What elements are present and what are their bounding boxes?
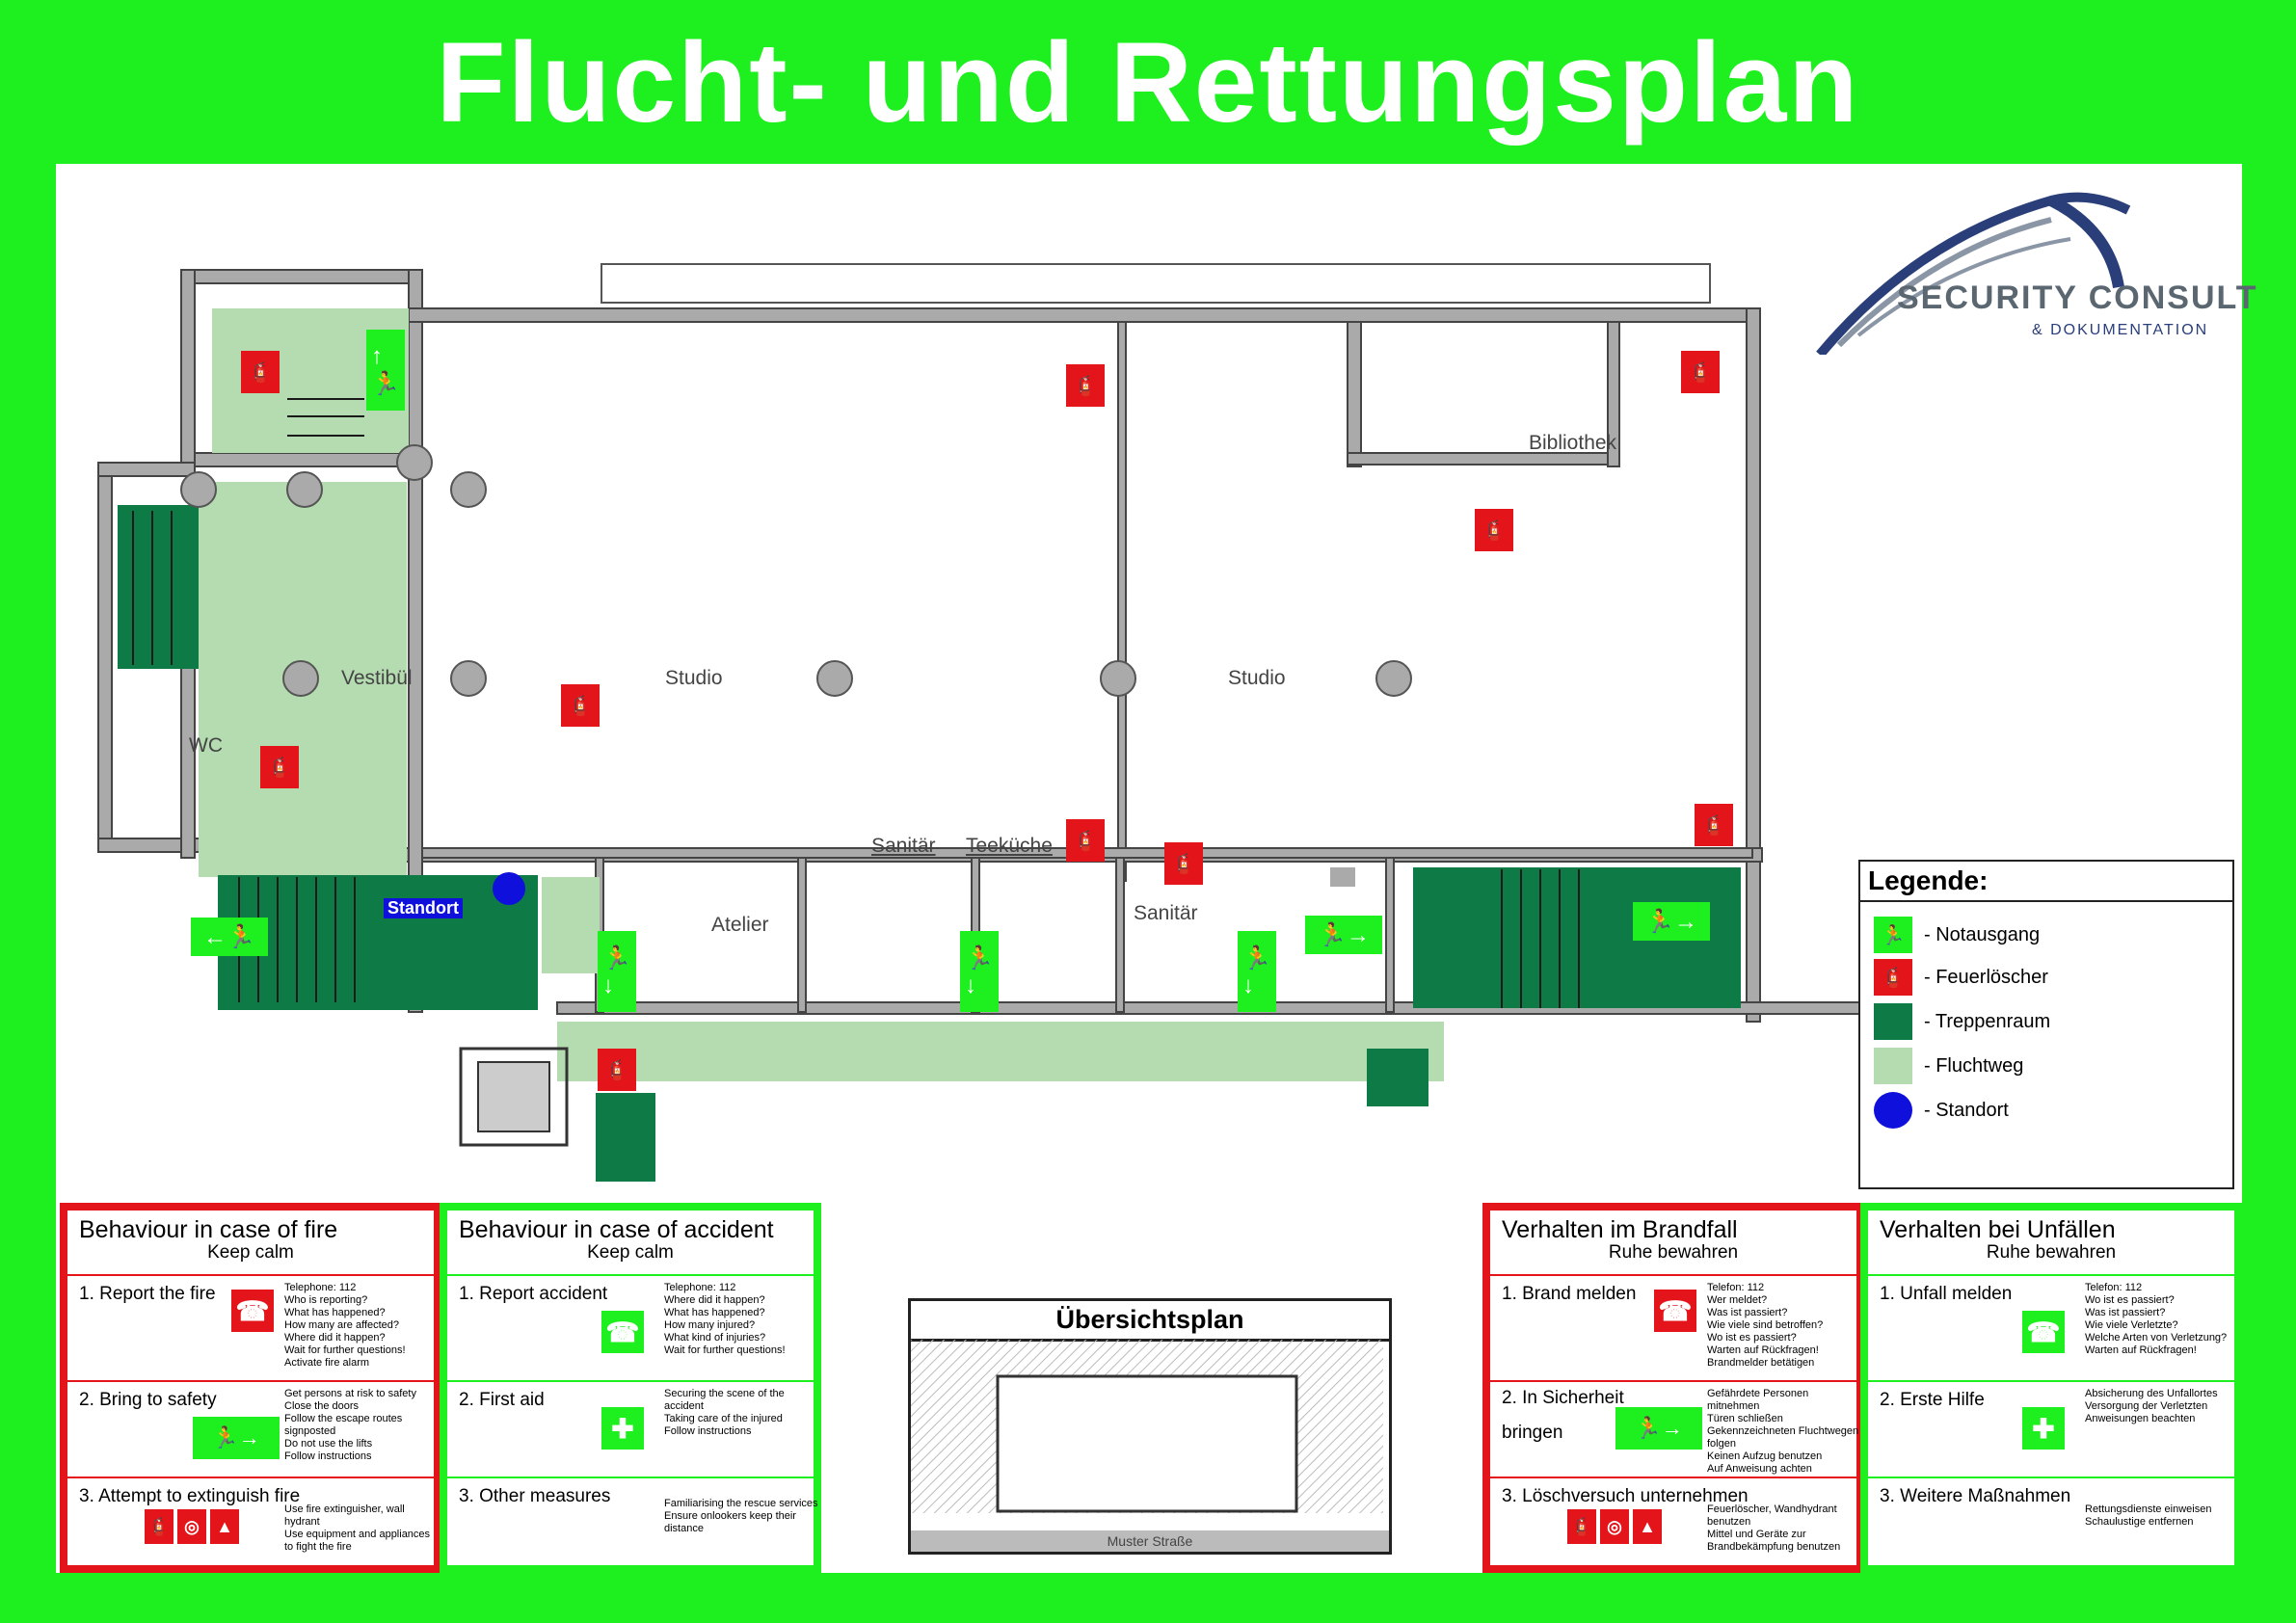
panel-row: 2. In Sicherheit bringen 🏃→ Gefährdete P… (1490, 1380, 1858, 1477)
fire-equipment-icon: ▲ (1633, 1509, 1662, 1544)
panel-title: Behaviour in case of fire (79, 1216, 338, 1243)
legend-item-fluchtweg: - Fluchtweg (1874, 1047, 2023, 1085)
logo-name: SECURITY CONSULT (1897, 279, 2258, 316)
emergency-exit-right-sign: 🏃→ (1633, 902, 1710, 941)
emergency-exit-right-icon: 🏃→ (193, 1417, 280, 1459)
emergency-exit-down-sign: 🏃↓ (960, 931, 999, 1012)
fire-extinguisher-icon: 🧯 (1164, 842, 1203, 885)
panel-accident-en: Behaviour in case of accident Keep calm … (440, 1203, 821, 1573)
legend-item-treppenraum: - Treppenraum (1874, 1002, 2050, 1041)
panel-row: 2. Erste Hilfe ✚ Absicherung des Unfallo… (1868, 1380, 2234, 1477)
room-label-sanitaer-right: Sanitär (1134, 902, 1198, 924)
fire-extinguisher-icon: 🧯 (598, 1049, 636, 1091)
panel-fire-en: Behaviour in case of fire Keep calm 1. R… (60, 1203, 441, 1573)
escape-route-swatch (1874, 1048, 1912, 1084)
plan-canvas: Vestibül Studio Studio Bibliothek WC Ate… (56, 164, 2256, 1573)
panel-row: 3. Attempt to extinguish fire 🧯 ◎ ▲ Use … (67, 1477, 434, 1556)
emergency-exit-left-sign: ←🏃 (191, 918, 268, 956)
emergency-exit-icon: 🏃 (1874, 917, 1912, 953)
location-dot-icon (1874, 1092, 1912, 1129)
panel-fire-de: Verhalten im Brandfall Ruhe bewahren 1. … (1482, 1203, 1864, 1573)
phone-icon: ☎ (1654, 1290, 1696, 1332)
overview-title: Übersichtsplan (911, 1301, 1389, 1342)
panel-row: 3. Weitere Maßnahmen Rettungsdienste ein… (1868, 1477, 2234, 1556)
fire-extinguisher-icon: 🧯 (1066, 364, 1105, 407)
fire-extinguisher-icon: 🧯 (1874, 959, 1912, 996)
fire-extinguisher-icon: 🧯 (1567, 1509, 1596, 1544)
fire-extinguisher-icon: 🧯 (1695, 804, 1733, 846)
legend-item-notausgang: 🏃 - Notausgang (1874, 916, 2040, 954)
room-label-atelier: Atelier (711, 914, 769, 936)
panel-row: 2. Bring to safety 🏃→ Get persons at ris… (67, 1380, 434, 1477)
fire-equipment-icon: ▲ (210, 1509, 239, 1544)
legend: Legende: 🏃 - Notausgang 🧯 - Feuerlöscher… (1858, 860, 2234, 1189)
legend-item-standort: - Standort (1874, 1091, 2009, 1130)
panel-row: 3. Other measures Familiarising the resc… (447, 1477, 818, 1556)
fire-extinguisher-icon: 🧯 (241, 351, 280, 393)
overview-plan: Übersichtsplan Muster Straße (908, 1298, 1392, 1555)
panel-subtitle: Keep calm (207, 1242, 294, 1263)
fire-extinguisher-icon: 🧯 (561, 684, 600, 727)
fire-extinguisher-icon: 🧯 (145, 1509, 174, 1544)
company-logo: SECURITY CONSULT & DOKUMENTATION (1801, 181, 2256, 359)
room-label-wc: WC (189, 734, 223, 757)
legend-title: Legende: (1860, 862, 2232, 902)
standort-label: Standort (384, 898, 463, 918)
emergency-exit-up-sign: ↑🏃 (366, 330, 405, 411)
fire-hose-icon: ◎ (1600, 1509, 1629, 1544)
fire-extinguisher-icon: 🧯 (1475, 509, 1513, 551)
overview-street: Muster Straße (911, 1530, 1389, 1552)
emergency-exit-right-icon: 🏃→ (1615, 1407, 1702, 1450)
panel-title: Behaviour in case of accident (459, 1216, 774, 1243)
panel-accident-de: Verhalten bei Unfällen Ruhe bewahren 1. … (1860, 1203, 2242, 1573)
legend-item-feuerloescher: 🧯 - Feuerlöscher (1874, 958, 2048, 997)
standort-dot (493, 872, 525, 905)
logo-swoosh-icon (1816, 192, 2131, 359)
page-title: Flucht- und Rettungsplan (436, 19, 1860, 146)
logo-subtitle: & DOKUMENTATION (2032, 322, 2209, 338)
panel-row: 3. Löschversuch unternehmen 🧯 ◎ ▲ Feuerl… (1490, 1477, 1856, 1556)
panel-title: Verhalten im Brandfall (1502, 1216, 1738, 1243)
room-label-vestibuel: Vestibül (341, 667, 413, 689)
emergency-exit-right-sign: 🏃→ (1305, 916, 1382, 954)
panel-row: 1. Report the fire ☎ Telephone: 112 Who … (67, 1274, 434, 1380)
fire-extinguisher-icon: 🧯 (1066, 819, 1105, 862)
panel-row: 1. Report accident ☎ Telephone: 112 Wher… (447, 1274, 814, 1380)
overview-map (911, 1340, 1383, 1513)
phone-icon: ☎ (231, 1290, 274, 1332)
panel-title: Verhalten bei Unfällen (1880, 1216, 2116, 1243)
panel-row: 1. Unfall melden ☎ Telefon: 112 Wo ist e… (1868, 1274, 2234, 1380)
panel-subtitle: Ruhe bewahren (1608, 1242, 1739, 1263)
fire-extinguisher-icon: 🧯 (260, 746, 299, 788)
panel-subtitle: Keep calm (587, 1242, 674, 1263)
first-aid-icon: ✚ (601, 1407, 644, 1450)
fire-extinguisher-icon: 🧯 (1681, 351, 1720, 393)
panel-row: 1. Brand melden ☎ Telefon: 112 Wer melde… (1490, 1274, 1856, 1380)
first-aid-icon: ✚ (2022, 1407, 2065, 1450)
room-label-teekueche: Teeküche (966, 835, 1053, 857)
room-label-sanitaer-left: Sanitär (871, 835, 936, 857)
emergency-exit-down-sign: 🏃↓ (598, 931, 636, 1012)
room-label-studio-right: Studio (1228, 667, 1286, 689)
phone-icon: ☎ (601, 1311, 644, 1353)
room-label-studio-left: Studio (665, 667, 723, 689)
panel-subtitle: Ruhe bewahren (1986, 1242, 2117, 1263)
fire-hose-icon: ◎ (177, 1509, 206, 1544)
stairwell-swatch (1874, 1003, 1912, 1040)
phone-icon: ☎ (2022, 1311, 2065, 1353)
panel-row: 2. First aid ✚ Securing the scene of the… (447, 1380, 814, 1477)
emergency-exit-down-sign: 🏃↓ (1238, 931, 1276, 1012)
room-label-bibliothek: Bibliothek (1529, 432, 1617, 454)
